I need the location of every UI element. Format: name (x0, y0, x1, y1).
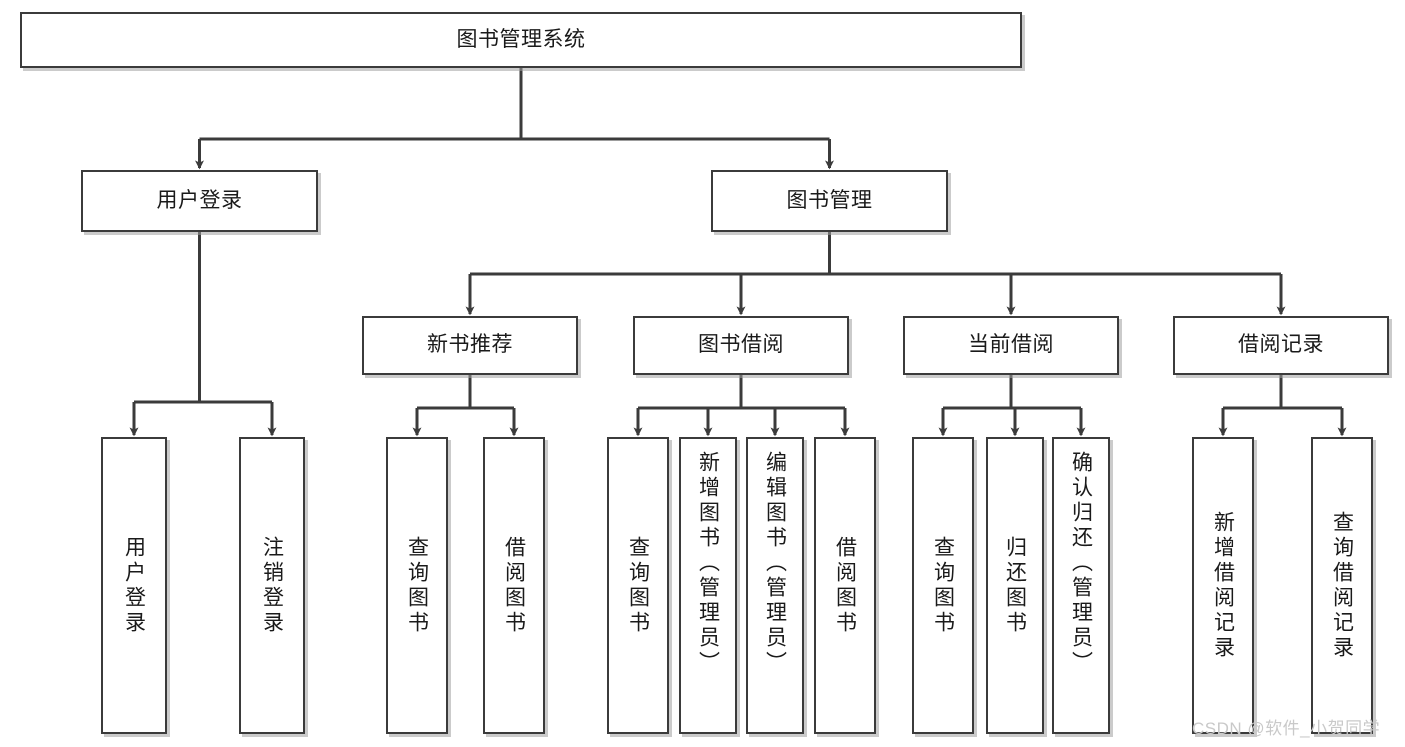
node-bb_borrow[interactable]: 借阅图书 (814, 437, 876, 734)
node-label-br_query: 查询借阅记录 (1330, 510, 1354, 661)
node-label-book_manage: 图书管理 (786, 188, 873, 212)
node-cb_confirm[interactable]: 确认归还（管理员） (1052, 437, 1110, 734)
node-cur_borrow[interactable]: 当前借阅 (903, 316, 1119, 375)
node-br_query[interactable]: 查询借阅记录 (1311, 437, 1373, 734)
node-new_book_rec[interactable]: 新书推荐 (362, 316, 578, 375)
node-label-root: 图书管理系统 (456, 27, 586, 51)
node-cb_query[interactable]: 查询图书 (912, 437, 974, 734)
csdn-watermark: CSDN @软件_小贺同学 (1192, 719, 1381, 738)
node-book_manage[interactable]: 图书管理 (711, 170, 948, 232)
node-cb_return[interactable]: 归还图书 (986, 437, 1044, 734)
node-label-bb_add: 新增图书（管理员） (696, 451, 720, 676)
node-root[interactable]: 图书管理系统 (20, 12, 1022, 68)
node-label-leaf_logout: 注销登录 (260, 535, 284, 636)
node-label-rec_borrow: 借阅图书 (502, 535, 526, 636)
node-label-new_book_rec: 新书推荐 (427, 333, 513, 357)
node-book_borrow[interactable]: 图书借阅 (633, 316, 849, 375)
node-bb_add[interactable]: 新增图书（管理员） (679, 437, 737, 734)
edge-layer (129, 68, 1347, 437)
node-label-borrow_rec: 借阅记录 (1238, 333, 1324, 357)
node-borrow_rec[interactable]: 借阅记录 (1173, 316, 1389, 375)
node-label-book_borrow: 图书借阅 (698, 333, 784, 357)
node-label-bb_edit: 编辑图书（管理员） (763, 451, 787, 676)
node-leaf_login[interactable]: 用户登录 (101, 437, 167, 734)
node-bb_query[interactable]: 查询图书 (607, 437, 669, 734)
node-label-leaf_login: 用户登录 (122, 535, 146, 636)
node-rec_borrow[interactable]: 借阅图书 (483, 437, 545, 734)
node-label-rec_query: 查询图书 (405, 535, 429, 636)
node-label-cb_return: 归还图书 (1003, 535, 1027, 636)
node-label-user_login: 用户登录 (156, 188, 243, 212)
node-rec_query[interactable]: 查询图书 (386, 437, 448, 734)
node-br_add[interactable]: 新增借阅记录 (1192, 437, 1254, 734)
node-label-cb_query: 查询图书 (931, 535, 955, 636)
node-label-cb_confirm: 确认归还（管理员） (1069, 451, 1093, 676)
node-user_login[interactable]: 用户登录 (81, 170, 318, 232)
node-bb_edit[interactable]: 编辑图书（管理员） (746, 437, 804, 734)
node-label-bb_borrow: 借阅图书 (833, 535, 857, 636)
node-label-cur_borrow: 当前借阅 (968, 333, 1054, 357)
node-label-bb_query: 查询图书 (626, 535, 650, 636)
node-label-br_add: 新增借阅记录 (1211, 510, 1235, 661)
node-leaf_logout[interactable]: 注销登录 (239, 437, 305, 734)
